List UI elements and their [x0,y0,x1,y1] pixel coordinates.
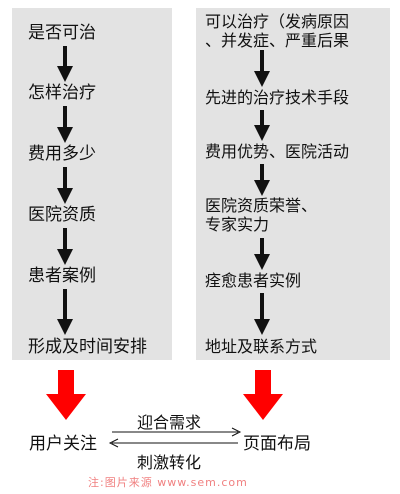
arrow-to-user-focus-head [108,438,119,448]
left-step-2: 怎样治疗 [28,83,96,103]
left-step-6: 形成及时间安排 [28,337,147,357]
stimulate-conversion-caption: 刺激转化 [137,453,202,472]
arrow-to-page-layout-head [231,427,242,437]
right-flow-panel [196,8,390,360]
right-step-4: 医院资质荣誉、 专家实力 [205,196,318,234]
left-step-1: 是否可治 [28,23,96,43]
right-step-1: 可以治疗（发病原因 、并发症、严重后果 [205,12,350,50]
page-layout-label: 页面布局 [243,434,311,454]
left-flow-panel [12,8,172,360]
right-step-5: 痊愈患者实例 [205,271,302,290]
watermark: 注:图片来源 www.sem.com [80,471,320,491]
right-step-2: 先进的治疗技术手段 [205,88,350,107]
user-focus-label: 用户关注 [29,434,97,454]
right-red-arrow [243,370,283,420]
left-step-4: 医院资质 [28,205,96,225]
left-red-arrow [46,370,86,420]
right-step-3: 费用优势、医院活动 [205,142,350,161]
right-step-6: 地址及联系方式 [205,337,318,356]
left-step-3: 费用多少 [28,144,96,164]
meet-demand-caption: 迎合需求 [137,413,202,432]
left-step-5: 患者案例 [28,266,96,286]
watermark-text: 注:图片来源 www.sem.com [88,476,248,489]
